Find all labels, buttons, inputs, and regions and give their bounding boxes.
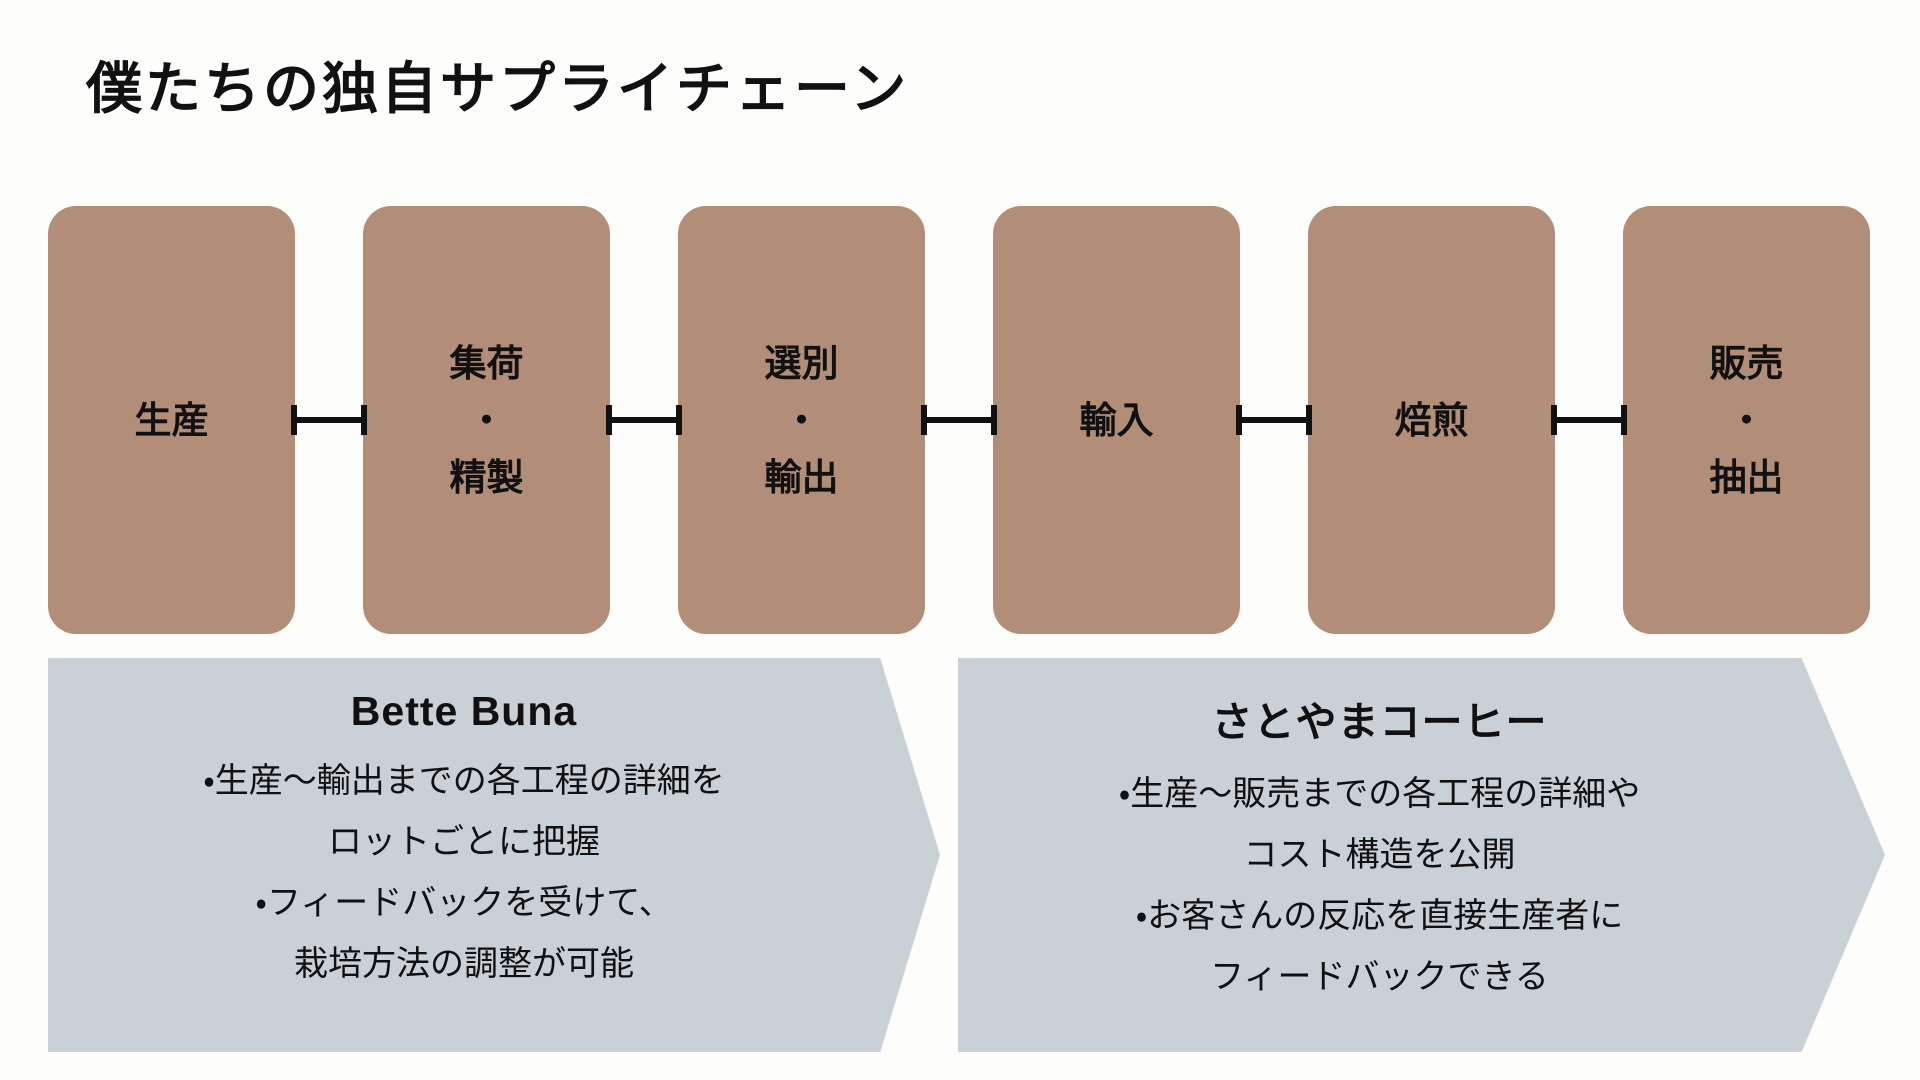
step-label-separator: ・ — [1728, 399, 1765, 441]
panel-body: ・生産〜輸出までの各工程の詳細を ロットごとに把握 ・フィードバックを受けて、 … — [48, 751, 880, 995]
step-box-collection-refining: 集荷 ・ 精製 — [363, 206, 610, 634]
step-connector — [291, 405, 367, 435]
step-label: 焙煎 — [1394, 399, 1469, 441]
step-label-line: 抽出 — [1709, 456, 1784, 498]
step-label-line: 集荷 — [449, 342, 524, 384]
step-label-line: 販売 — [1709, 342, 1784, 384]
step-label-separator: ・ — [468, 399, 505, 441]
step-box-roasting: 焙煎 — [1308, 206, 1555, 634]
step-label-line: 選別 — [764, 342, 839, 384]
panel-body: ・生産〜販売までの各工程の詳細や コスト構造を公開 ・お客さんの反応を直接生産者… — [958, 764, 1801, 1008]
panel-heading: Bette Buna — [350, 688, 578, 734]
step-connector — [1551, 405, 1627, 435]
panel-text-line: フィードバックできる — [1210, 958, 1549, 996]
panel-text-line: ・生産〜販売までの各工程の詳細や — [1118, 775, 1641, 813]
panel-text-line: ・フィードバックを受けて、 — [255, 884, 673, 922]
panel-text-line: ・お客さんの反応を直接生産者に — [1135, 897, 1624, 935]
step-box-sorting-export: 選別 ・ 輸出 — [678, 206, 925, 634]
step-connector — [921, 405, 997, 435]
step-box-import: 輸入 — [993, 206, 1240, 634]
step-connector — [606, 405, 682, 435]
step-label-line: 精製 — [449, 456, 524, 498]
page-title: 僕たちの独自サプライチェーン — [86, 57, 910, 120]
panel-text-line: 栽培方法の調整が可能 — [294, 945, 634, 983]
panel-satoyama-coffee: さとやまコーヒー ・生産〜販売までの各工程の詳細や コスト構造を公開 ・お客さん… — [958, 658, 1885, 1052]
panel-text-line: ロットごとに把握 — [328, 823, 600, 861]
step-label: 輸入 — [1079, 399, 1154, 441]
step-label: 生産 — [134, 399, 209, 441]
step-label-separator: ・ — [783, 399, 820, 441]
panel-bette-buna: Bette Buna ・生産〜輸出までの各工程の詳細を ロットごとに把握 ・フィ… — [48, 658, 940, 1052]
step-box-sales-brewing: 販売 ・ 抽出 — [1623, 206, 1870, 634]
step-connector — [1236, 405, 1312, 435]
panel-text-line: コスト構造を公開 — [1243, 836, 1516, 874]
step-box-production: 生産 — [48, 206, 295, 634]
panel-heading: さとやまコーヒー — [1211, 699, 1548, 745]
step-label-line: 輸出 — [764, 456, 839, 498]
panel-text-line: ・生産〜輸出までの各工程の詳細を — [203, 762, 725, 800]
